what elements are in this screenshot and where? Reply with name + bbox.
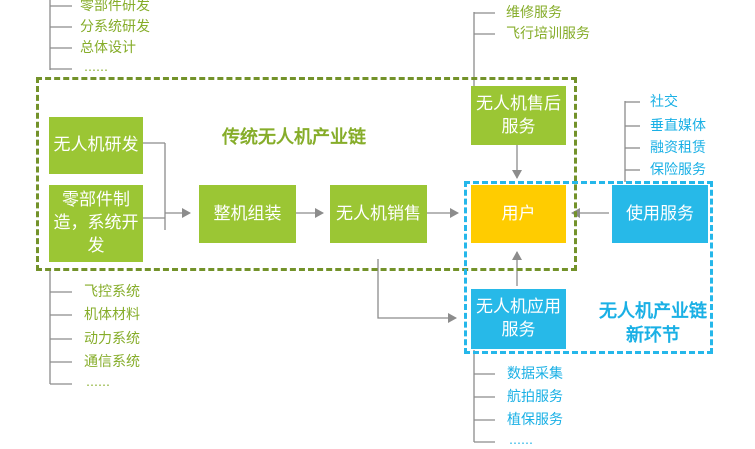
sales-box: 无人机销售 [330, 185, 427, 243]
parts-label: 零部件制造，系统开发 [53, 190, 139, 256]
new-segments-frame [464, 181, 713, 354]
application-item-1: 数据采集 [507, 366, 563, 382]
rd-item-4: …… [84, 60, 108, 74]
after-sales-items-bracket [473, 12, 495, 86]
after-sales-box: 无人机售后服务 [471, 86, 566, 145]
usage-item-4: 保险服务 [650, 162, 706, 178]
application-label: 无人机应用服务 [476, 297, 561, 340]
rd-items-bracket [49, 0, 72, 70]
after-sales-label: 无人机售后服务 [476, 93, 561, 137]
application-item-2: 航拍服务 [507, 389, 563, 405]
new-segments-title: 无人机产业链新环节 [599, 301, 707, 346]
traditional-chain-title: 传统无人机产业链 [222, 127, 366, 148]
usage-item-1: 社交 [650, 94, 678, 110]
parts-box: 零部件制造，系统开发 [49, 185, 143, 262]
usage-items-bracket [624, 101, 640, 182]
rd-item-3: 总体设计 [80, 40, 136, 56]
usage-box: 使用服务 [612, 185, 708, 243]
parts-item-5: …… [86, 375, 110, 389]
application-item-3: 植保服务 [507, 412, 563, 428]
parts-items-bracket [49, 268, 72, 385]
user-box: 用户 [471, 185, 566, 243]
rd-box: 无人机研发 [49, 117, 143, 174]
sales-label: 无人机销售 [336, 203, 421, 224]
application-items-bracket [473, 350, 495, 443]
parts-item-1: 飞控系统 [84, 284, 140, 300]
after-sales-item-2: 飞行培训服务 [506, 26, 590, 42]
rd-label: 无人机研发 [53, 135, 139, 155]
assembly-box: 整机组装 [199, 185, 296, 243]
arrow-sales-to-application [377, 259, 457, 323]
user-label: 用户 [501, 203, 536, 224]
after-sales-item-1: 维修服务 [506, 5, 562, 21]
parts-item-4: 通信系统 [84, 354, 140, 370]
usage-item-3: 融资租赁 [650, 140, 706, 156]
assembly-label: 整机组装 [213, 203, 282, 224]
usage-label: 使用服务 [626, 203, 694, 224]
parts-item-3: 动力系统 [84, 331, 140, 347]
application-box: 无人机应用服务 [471, 289, 566, 349]
usage-item-2: 垂直媒体 [650, 118, 706, 134]
traditional-chain-frame [36, 77, 577, 271]
rd-item-1: 零部件研发 [80, 0, 150, 14]
rd-item-2: 分系统研发 [80, 19, 150, 35]
merge-to-assembly-connector [143, 142, 191, 230]
parts-item-2: 机体材料 [84, 307, 140, 323]
application-item-4: …… [509, 433, 533, 447]
